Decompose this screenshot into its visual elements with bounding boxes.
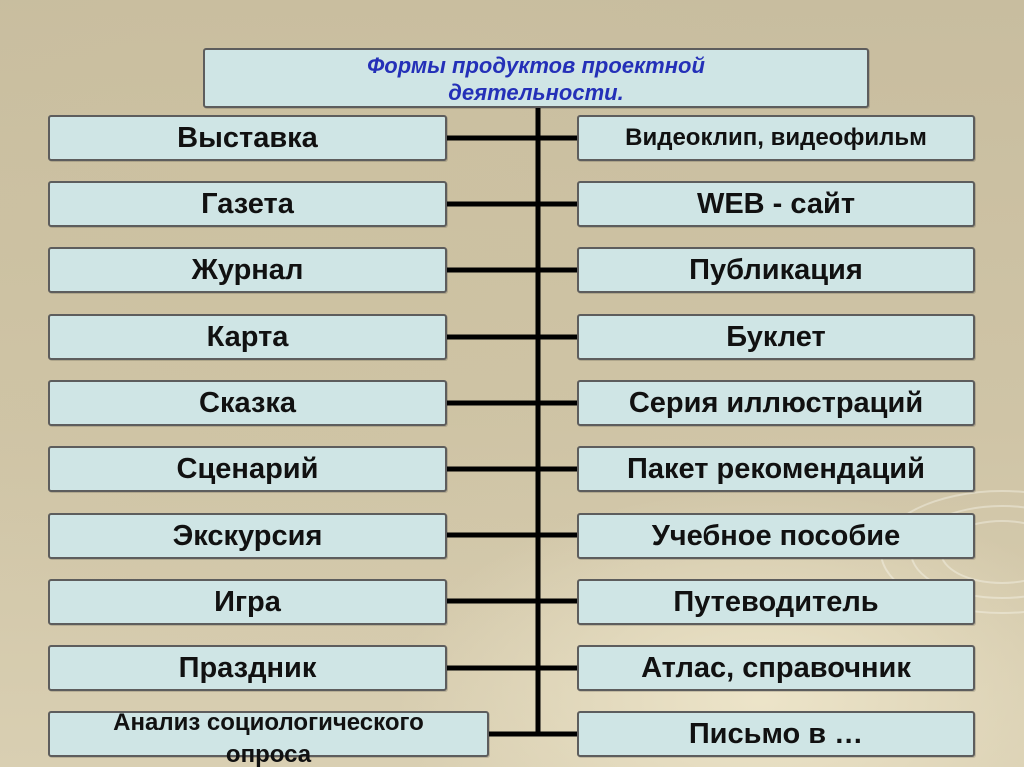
left-item-7: Экскурсия — [48, 513, 447, 559]
left-item-2: Газета — [48, 181, 447, 227]
left-item-10: Анализ социологического опроса — [48, 709, 489, 767]
left-item-label: Сказка — [199, 386, 296, 419]
left-item-6: Сценарий — [48, 446, 447, 492]
right-item-7: Учебное пособие — [577, 513, 975, 559]
right-item-label: Учебное пособие — [651, 519, 901, 552]
left-item-label: Журнал — [191, 253, 304, 286]
diagram-title-text: Формы продуктов проектной деятельности. — [367, 53, 705, 105]
right-item-label: Атлас, справочник — [641, 651, 911, 684]
left-item-label: Карта — [206, 320, 289, 353]
right-item-2: WEB - сайт — [577, 181, 975, 227]
horizontal-connectors — [447, 135, 577, 737]
right-item-1: Видеоклип, видеофильм — [577, 115, 975, 161]
right-item-4: Буклет — [577, 314, 975, 360]
left-item-8: Игра — [48, 579, 447, 625]
left-item-5: Сказка — [48, 380, 447, 426]
right-item-label: Серия иллюстраций — [628, 386, 924, 419]
left-item-label: Игра — [214, 585, 281, 618]
left-item-3: Журнал — [48, 247, 447, 293]
left-item-label: Анализ социологического опроса — [113, 709, 424, 767]
left-item-4: Карта — [48, 314, 447, 360]
left-item-1: Выставка — [48, 115, 447, 161]
right-item-10: Письмо в … — [577, 711, 975, 757]
right-item-5: Серия иллюстраций — [577, 380, 975, 426]
right-item-label: Письмо в … — [688, 717, 864, 750]
left-item-label: Газета — [201, 187, 294, 220]
left-item-label: Сценарий — [176, 452, 319, 485]
left-item-9: Праздник — [48, 645, 447, 691]
left-item-label: Выставка — [177, 121, 318, 154]
right-item-label: Видеоклип, видеофильм — [625, 124, 927, 151]
right-item-label: Путеводитель — [673, 585, 879, 618]
right-item-label: Буклет — [726, 320, 826, 353]
right-item-label: Пакет рекомендаций — [627, 452, 925, 485]
diagram-title: Формы продуктов проектной деятельности. — [203, 48, 869, 108]
right-item-8: Путеводитель — [577, 579, 975, 625]
right-item-9: Атлас, справочник — [577, 645, 975, 691]
left-item-label: Праздник — [178, 651, 317, 684]
right-item-label: WEB - сайт — [696, 187, 856, 220]
right-item-label: Публикация — [689, 253, 863, 286]
right-item-6: Пакет рекомендаций — [577, 446, 975, 492]
left-item-label: Экскурсия — [172, 519, 323, 552]
right-item-3: Публикация — [577, 247, 975, 293]
